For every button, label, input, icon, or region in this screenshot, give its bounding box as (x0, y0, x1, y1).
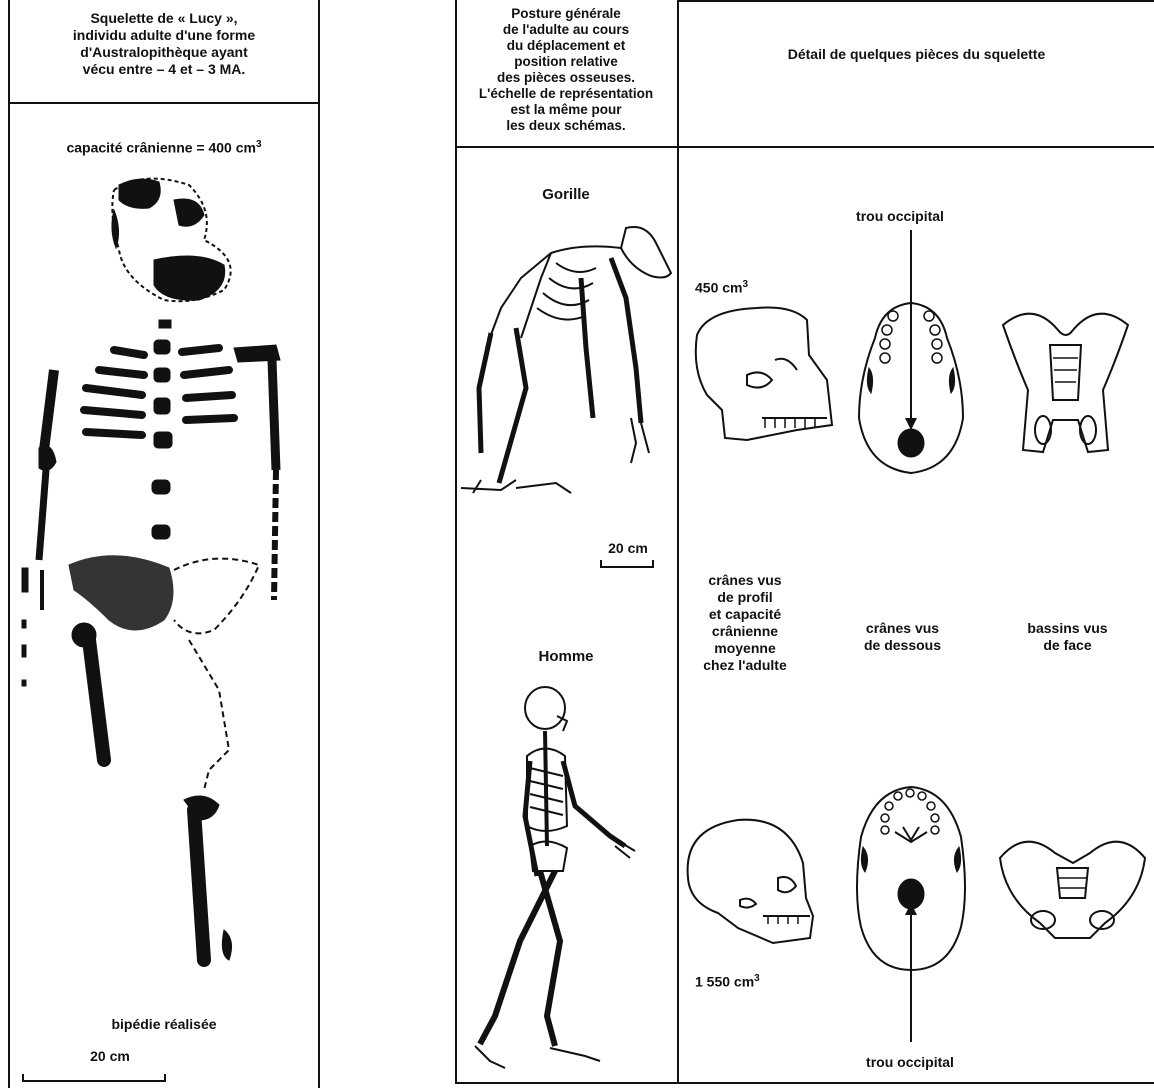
posture-scale-bar (600, 560, 654, 568)
trou-occipital-bottom-label: trou occipital (835, 1054, 985, 1071)
lucy-header-divider (8, 102, 320, 104)
trou-occipital-bottom-arrow-line (910, 912, 912, 1042)
human-volume-unit-exponent: 3 (754, 973, 760, 984)
lucy-skeleton-illustration (14, 170, 314, 1000)
trou-occipital-bottom-arrowhead (905, 903, 917, 915)
lucy-scale-bar (22, 1074, 166, 1082)
gorilla-title: Gorille (455, 186, 677, 203)
human-skeleton-illustration (475, 686, 655, 1071)
caption-skull-below: crânes vus de dessous (835, 620, 970, 654)
gorilla-volume-text: 450 cm (695, 280, 742, 296)
table-border-left (455, 0, 457, 1084)
posture-column-header: Posture générale de l'adulte au cours du… (455, 6, 677, 134)
posture-scale-label: 20 cm (593, 540, 663, 557)
lucy-cranial-capacity: capacité crânienne = 400 cm3 (14, 136, 314, 157)
table-header-top-line (679, 0, 1154, 2)
lucy-header: Squelette de « Lucy », individu adulte d… (14, 10, 314, 78)
lucy-scale-label: 20 cm (70, 1048, 150, 1065)
lucy-cranial-capacity-unit-exponent: 3 (256, 139, 262, 150)
lucy-border-left (8, 0, 10, 1088)
gorilla-volume: 450 cm3 (695, 276, 775, 297)
lucy-border-right (318, 0, 320, 1088)
lucy-panel: Squelette de « Lucy », individu adulte d… (0, 0, 320, 1088)
gorilla-skeleton-illustration (461, 218, 671, 503)
table-header-divider (455, 146, 1154, 148)
lucy-bipedie-label: bipédie réalisée (14, 1016, 314, 1033)
human-title: Homme (455, 648, 677, 665)
human-pelvis-front (995, 828, 1150, 943)
gorilla-volume-unit-exponent: 3 (742, 279, 748, 290)
gorilla-pelvis-front (998, 300, 1133, 462)
human-skull-profile (678, 808, 818, 948)
comparison-table: Posture générale de l'adulte au cours du… (455, 0, 1154, 1088)
table-border-bottom (455, 1082, 1154, 1084)
caption-skull-profile: crânes vus de profil et capacité crânien… (683, 572, 807, 674)
human-volume-text: 1 550 cm (695, 974, 754, 990)
trou-occipital-top-label: trou occipital (830, 208, 970, 225)
detail-column-header: Détail de quelques pièces du squelette (679, 46, 1154, 63)
gorilla-skull-below (855, 298, 967, 476)
lucy-cranial-capacity-text: capacité crânienne = 400 cm (66, 140, 256, 156)
human-volume: 1 550 cm3 (695, 970, 795, 991)
caption-pelvis: bassins vus de face (995, 620, 1140, 654)
gorilla-skull-profile (687, 300, 832, 445)
